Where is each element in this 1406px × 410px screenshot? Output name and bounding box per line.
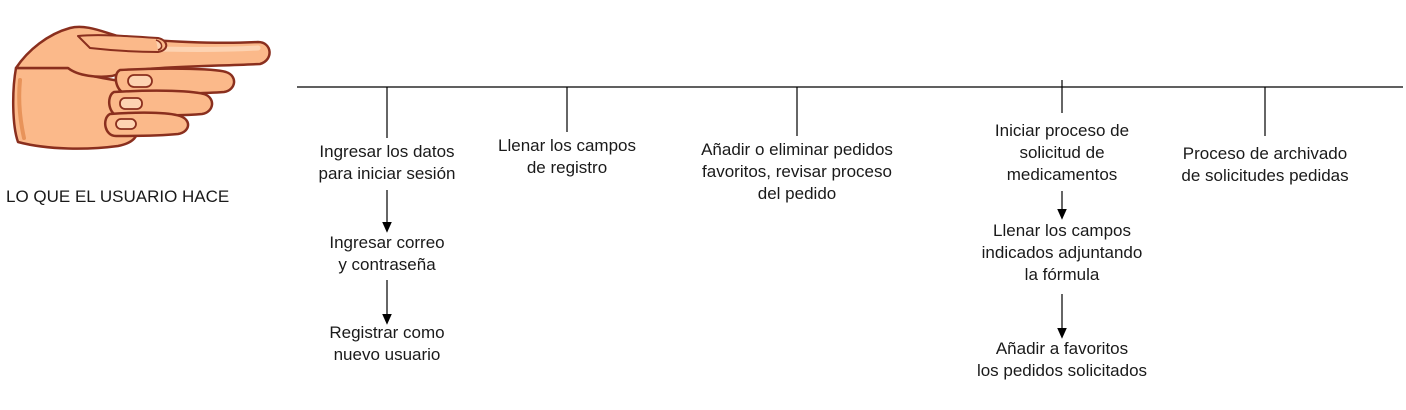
step-login-data: Ingresar los datos para iniciar sesión (318, 142, 456, 183)
step-fill-formula-fields: Llenar los campos indicados adjuntando l… (981, 221, 1143, 284)
step-archive-requests: Proceso de archivado de solicitudes pedi… (1181, 144, 1349, 185)
step-register-new-user: Registrar como nuevo usuario (329, 323, 445, 364)
pointing-hand-icon (11, 25, 271, 150)
step-fill-registration: Llenar los campos de registro (498, 136, 636, 177)
step-manage-favorites: Añadir o eliminar pedidos favoritos, rev… (701, 140, 893, 203)
step-start-medication-request: Iniciar proceso de solicitud de medicame… (994, 121, 1130, 184)
actor-label: LO QUE EL USUARIO HACE (6, 187, 230, 206)
step-add-to-favorites: Añadir a favoritos los pedidos solicitad… (976, 339, 1148, 380)
step-enter-email-password: Ingresar correo y contraseña (329, 233, 445, 274)
